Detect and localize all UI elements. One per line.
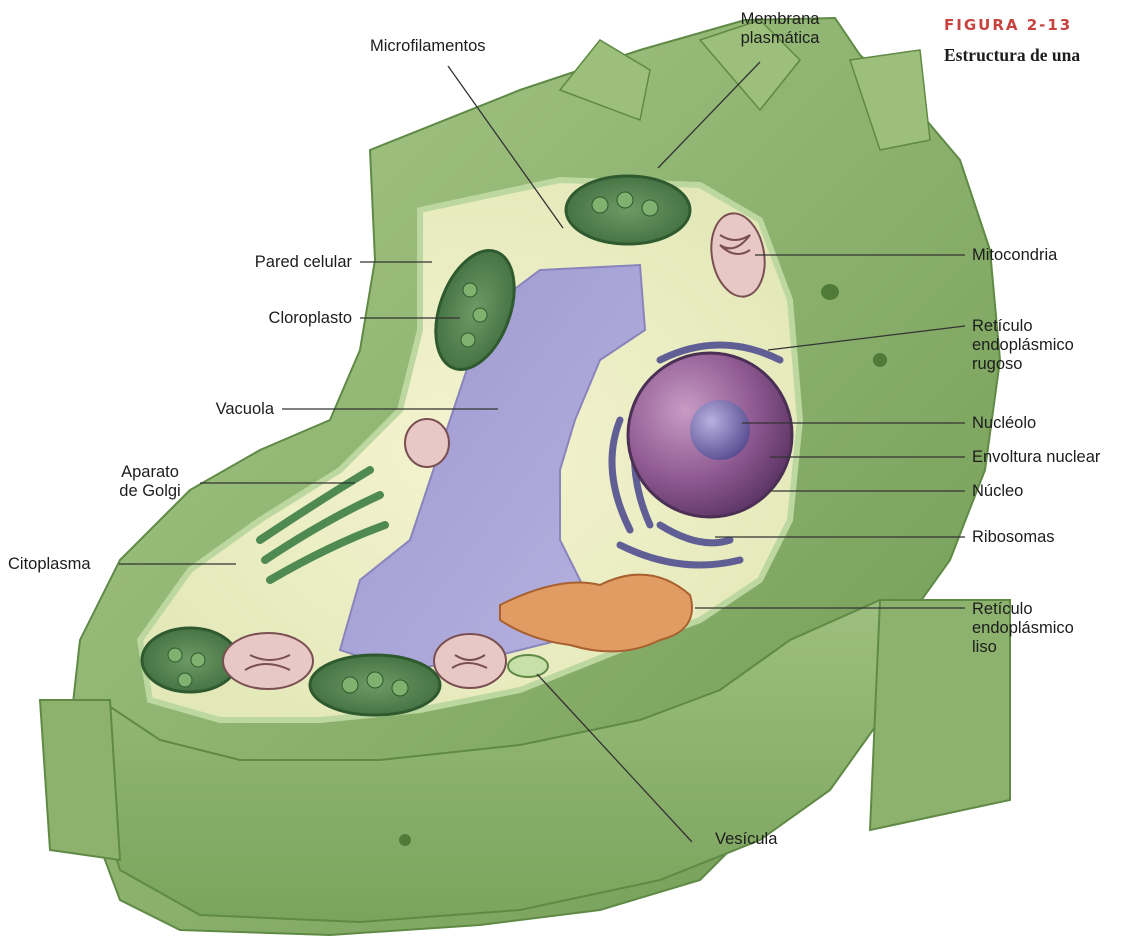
label-vesicula: Vesícula	[715, 830, 777, 849]
label-envoltura-nuclear: Envoltura nuclear	[972, 448, 1100, 467]
label-golgi-line2: de Golgi	[105, 482, 195, 501]
figure-caption: Estructura de una	[944, 45, 1080, 66]
label-reticulo-liso: Retículo endoplásmico liso	[972, 600, 1074, 657]
label-vacuola: Vacuola	[150, 400, 274, 419]
label-rugoso-line2: endoplásmico	[972, 336, 1074, 355]
label-nucleo: Núcleo	[972, 482, 1023, 501]
label-membrana-line1: Membrana	[700, 10, 860, 29]
label-ribosomas: Ribosomas	[972, 528, 1055, 547]
label-membrana-line2: plasmática	[700, 29, 860, 48]
label-aparato-golgi: Aparato de Golgi	[105, 463, 195, 501]
label-microfilamentos: Microfilamentos	[370, 37, 486, 56]
label-liso-line2: endoplásmico	[972, 619, 1074, 638]
label-liso-line3: liso	[972, 638, 1074, 657]
label-pared-celular: Pared celular	[180, 253, 352, 272]
nucleus	[628, 353, 792, 517]
label-liso-line1: Retículo	[972, 600, 1074, 619]
label-rugoso-line1: Retículo	[972, 317, 1074, 336]
label-rugoso-line3: rugoso	[972, 355, 1074, 374]
label-mitocondria: Mitocondria	[972, 246, 1057, 265]
label-citoplasma: Citoplasma	[8, 555, 91, 574]
figure-number: FIGURA 2-13	[944, 16, 1072, 34]
label-cloroplasto: Cloroplasto	[180, 309, 352, 328]
label-golgi-line1: Aparato	[105, 463, 195, 482]
vesicle	[508, 655, 548, 677]
label-reticulo-rugoso: Retículo endoplásmico rugoso	[972, 317, 1074, 374]
label-nucleolo: Nucléolo	[972, 414, 1036, 433]
label-membrana-plasmatica: Membrana plasmática	[700, 10, 860, 48]
